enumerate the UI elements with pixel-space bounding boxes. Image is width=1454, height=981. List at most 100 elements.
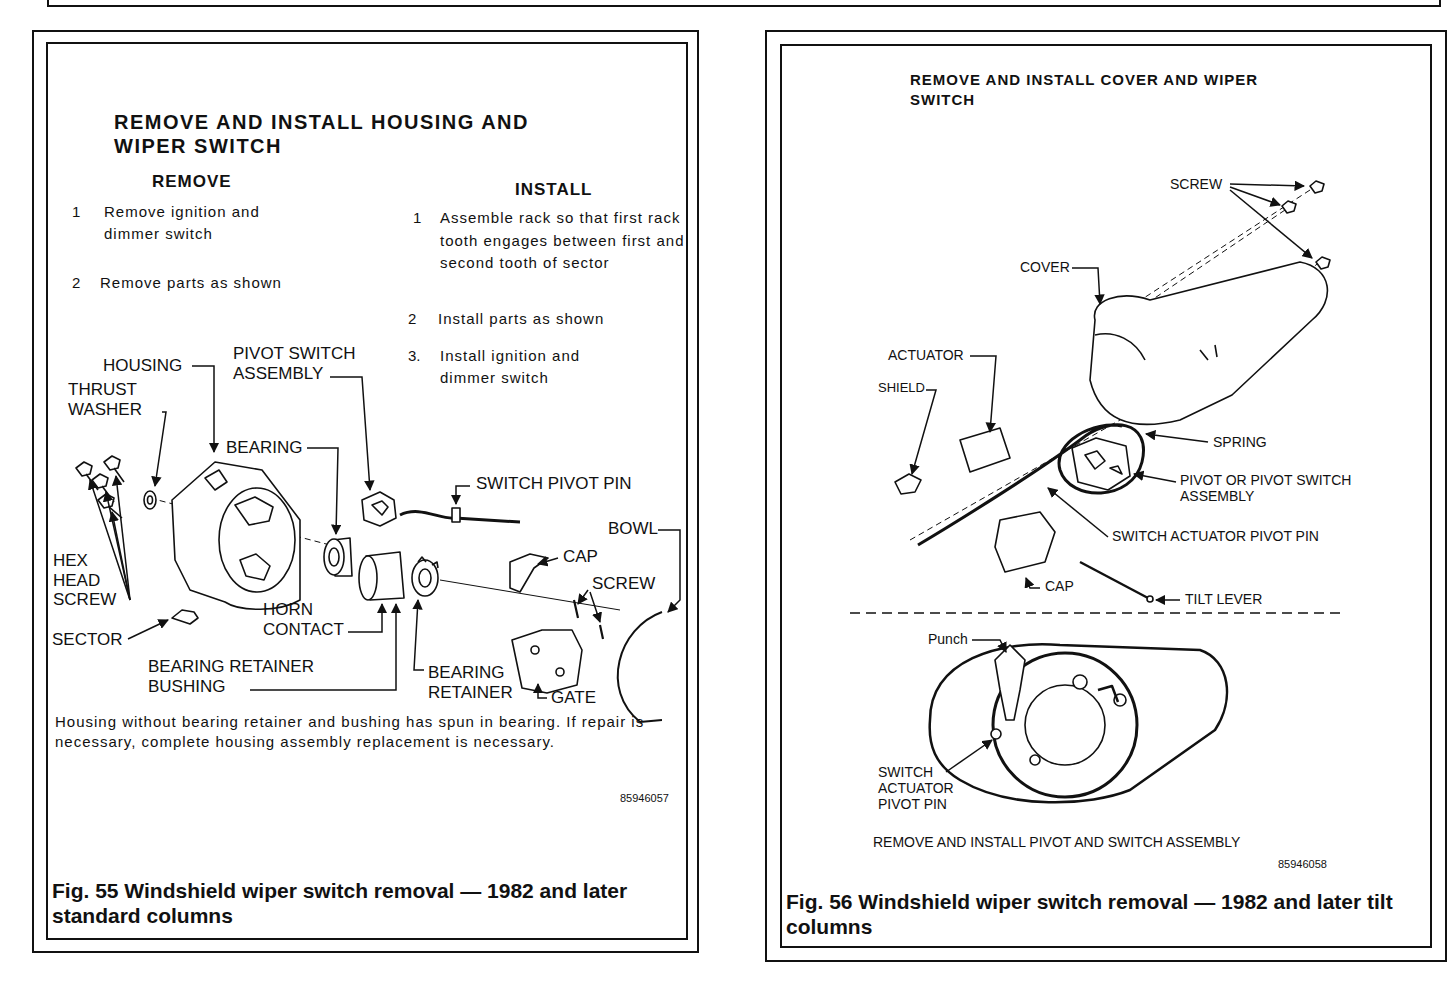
tilt-column-part (1282, 181, 1330, 269)
leader-line (1156, 599, 1180, 601)
standard-column-part (419, 569, 431, 587)
part-label: PIVOT SWITCH ASSEMBLY (233, 344, 393, 383)
leader-line (538, 684, 547, 698)
part-label: TILT LEVER (1185, 591, 1262, 607)
figure-id: 85946058 (1278, 858, 1327, 870)
standard-column-part (324, 539, 344, 575)
step-text: Install parts as shown (438, 310, 604, 328)
leader-line (414, 600, 424, 670)
standard-column-part (219, 488, 295, 592)
figure-panel: REMOVE AND INSTALL COVER AND WIPER SWITC… (780, 44, 1432, 948)
tilt-column-part (995, 512, 1055, 572)
leader-line (192, 366, 214, 452)
standard-column-part (148, 496, 153, 504)
part-label: BEARING RETAINER BUSHING (148, 657, 368, 696)
part-label: GATE (551, 688, 596, 708)
leader-line (116, 476, 130, 600)
standard-column-part (510, 554, 548, 592)
part-label: ACTUATOR (888, 347, 964, 363)
part-label: CAP (1045, 578, 1074, 594)
tilt-column-part (930, 644, 1227, 802)
standard-column-part (172, 462, 300, 609)
standard-column-part (372, 501, 388, 515)
page-frame (766, 31, 1446, 961)
leader-line (330, 377, 370, 490)
part-label: Punch (928, 631, 968, 647)
part-label: SWITCH PIVOT PIN (476, 474, 632, 494)
leader-line (912, 390, 936, 474)
part-label: SHIELD (878, 381, 925, 396)
standard-column-part (418, 557, 438, 568)
part-label: HORN CONTACT (263, 600, 373, 639)
standard-column-part (618, 612, 662, 722)
section-heading: INSTALL (515, 180, 593, 200)
page-frame (33, 0, 1446, 961)
tilt-column-part (1030, 755, 1040, 765)
tilt-column-part (995, 645, 1025, 720)
leader-lines (90, 366, 680, 698)
standard-column-part (329, 548, 339, 566)
step-number: 1 (413, 207, 421, 230)
part-label: SCREW (1170, 176, 1222, 192)
leader-line (1048, 488, 1108, 537)
leader-line (1230, 190, 1312, 258)
note-text: Housing without bearing retainer and bus… (55, 712, 675, 751)
part-label: BEARING RETAINER (428, 663, 528, 702)
step-number: 3. (408, 345, 421, 367)
standard-column-part (205, 470, 227, 490)
standard-column-parts (76, 456, 662, 722)
standard-column-part (512, 630, 582, 693)
standard-column-part (531, 646, 539, 654)
standard-column-part (235, 497, 273, 580)
leader-line (946, 740, 992, 772)
part-label: BOWL (608, 519, 658, 539)
tilt-column-parts (895, 181, 1330, 802)
part-label: SWITCH ACTUATOR PIVOT PIN (1112, 528, 1327, 544)
standard-column-part (556, 668, 564, 676)
part-label: THRUST WASHER (68, 380, 163, 419)
panel-heading: REMOVE AND INSTALL COVER AND WIPER SWITC… (910, 70, 1305, 111)
view-heading: REMOVE AND INSTALL PIVOT AND SWITCH ASSE… (873, 834, 1240, 850)
leader-line (307, 448, 338, 534)
leader-line (155, 412, 166, 486)
tilt-column-part (1147, 596, 1153, 602)
part-label: HOUSING (103, 356, 182, 376)
leader-line (1134, 474, 1176, 482)
step-number: 2 (408, 310, 416, 328)
leader-line (348, 604, 382, 632)
tilt-column-part (1090, 262, 1327, 424)
leader-line (658, 530, 680, 612)
leader-line (972, 640, 1006, 652)
standard-column-part (144, 491, 156, 509)
part-label: PIVOT OR PIVOT SWITCH ASSEMBLY (1180, 472, 1355, 504)
leader-line (128, 620, 168, 639)
part-label: SWITCH ACTUATOR PIVOT PIN (878, 764, 978, 812)
tilt-column-part (1025, 685, 1105, 765)
leader-line (1230, 184, 1304, 186)
tilt-column-part (1098, 686, 1118, 702)
part-label: SPRING (1213, 434, 1267, 450)
leader-line (456, 486, 470, 504)
standard-column-part (362, 492, 396, 526)
tilt-column-part (1073, 675, 1087, 689)
part-label: SCREW (592, 574, 655, 594)
leader-line (578, 590, 588, 604)
step-text: Install ignition and dimmer switch (440, 345, 635, 389)
leader-line (538, 558, 558, 564)
figure-caption: Fig. 56 Windshield wiper switch removal … (786, 889, 1416, 939)
page-frame (33, 31, 698, 952)
tilt-column-part (960, 428, 1010, 472)
part-label: SECTOR (52, 630, 123, 650)
leader-line (106, 492, 130, 600)
page-frame (48, 0, 1440, 6)
standard-column-part (104, 456, 124, 482)
standard-column-part (359, 556, 377, 600)
leader-line (970, 356, 996, 432)
tilt-column-part (1072, 438, 1130, 490)
tilt-column-part (1095, 334, 1217, 360)
leader-line (590, 592, 600, 622)
figure-id: 85946057 (620, 792, 669, 804)
standard-column-part (412, 560, 438, 596)
leader-line (1072, 268, 1100, 304)
step-number: 1 (72, 201, 80, 223)
